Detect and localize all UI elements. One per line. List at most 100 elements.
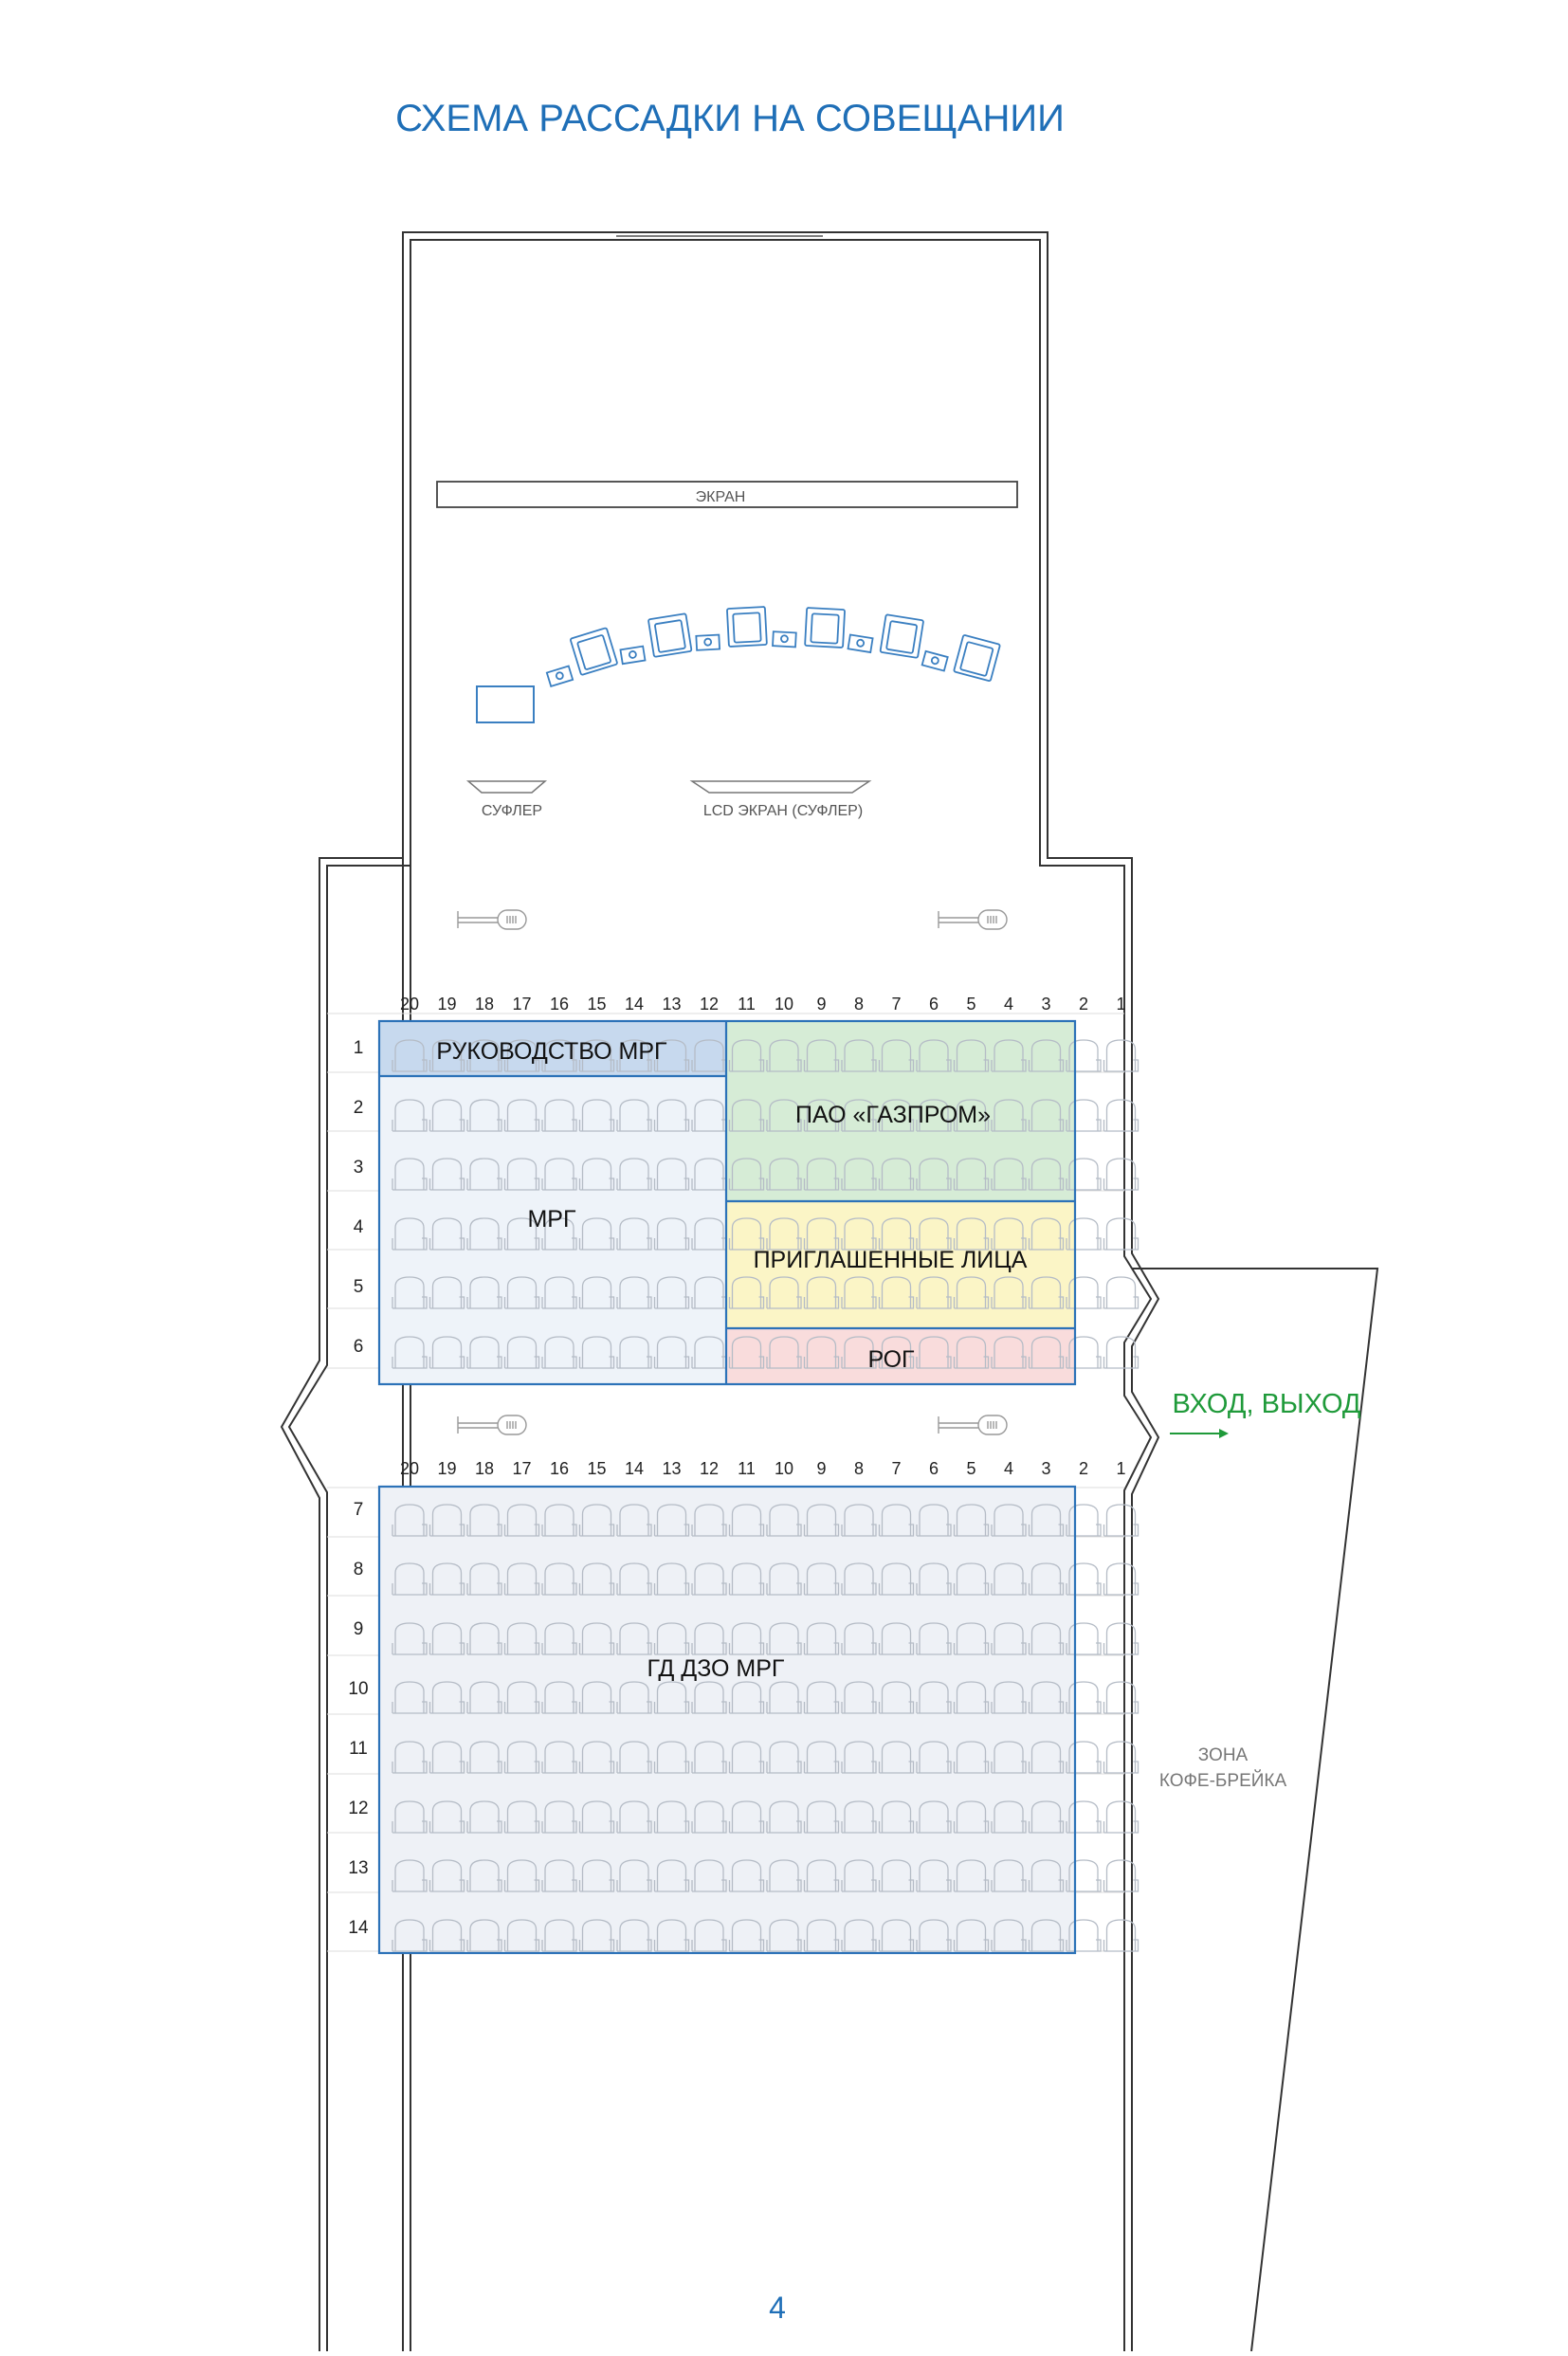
zone-gazprom-fill [726,1021,1075,1201]
side-table-icon [619,645,647,666]
seat [1028,1099,1065,1132]
seat [766,1622,802,1655]
seat [953,1099,990,1132]
seat [766,1681,802,1714]
microphone-icon [457,909,527,930]
seat [1028,1276,1065,1309]
seat-number: 13 [662,995,681,1014]
seat [428,1099,465,1132]
seat [1066,1217,1102,1251]
seat [916,1336,952,1369]
microphones [457,909,1008,1435]
seat-number: 8 [854,1459,864,1478]
seat [1066,1919,1102,1952]
seat [541,1859,577,1892]
seat [1103,1800,1140,1834]
seat [878,1741,915,1774]
seat [803,1800,840,1834]
seat [653,1217,690,1251]
seat [691,1859,727,1892]
zone-labels: РУКОВОДСТВО МРГ ПАО «ГАЗПРОМ» МРГ ПРИГЛА… [436,1038,1027,1682]
seat [1066,1681,1102,1714]
seat [878,1276,915,1309]
seat-number: 18 [475,1459,494,1478]
seat [803,1741,840,1774]
seat-number: 11 [738,995,756,1014]
seat [653,1158,690,1191]
seat [878,1800,915,1834]
seat [1103,1622,1140,1655]
seat [503,1504,540,1537]
seat [766,1504,802,1537]
seat [616,1039,652,1072]
seat [578,1622,615,1655]
seat [803,1336,840,1369]
seat [503,1741,540,1774]
seat [1066,1158,1102,1191]
seat [916,1504,952,1537]
seat [841,1622,877,1655]
seat [1028,1919,1065,1952]
seat [691,1800,727,1834]
row-number: 12 [348,1799,368,1818]
seat [691,1919,727,1952]
seat [428,1039,465,1072]
seat-number: 20 [400,995,419,1014]
side-table-icon [545,665,574,688]
seat [428,1504,465,1537]
seat [1028,1504,1065,1537]
seat-number: 8 [854,995,864,1014]
seat [1028,1800,1065,1834]
seat [1103,1859,1140,1892]
seat-number: 6 [929,995,939,1014]
seat [503,1217,540,1251]
seat [803,1859,840,1892]
seat [841,1741,877,1774]
seat [991,1099,1027,1132]
armchair-icon [847,613,924,659]
seat [803,1039,840,1072]
seat-number: 15 [587,1459,606,1478]
seat [991,1919,1027,1952]
entrance-label: ВХОД, ВЫХОД [1172,1389,1360,1419]
seat [766,1859,802,1892]
seat [991,1158,1027,1191]
seat [991,1622,1027,1655]
seat [728,1217,765,1251]
page-number: 4 [769,2291,786,2325]
seat [1028,1336,1065,1369]
zone-gazprom-label: ПАО «ГАЗПРОМ» [795,1102,991,1128]
side-table-icon [695,633,721,651]
seat [803,1099,840,1132]
seat [916,1919,952,1952]
prompter-label: СУФЛЕР [482,803,542,819]
seat-number: 14 [625,995,644,1014]
seat [541,1681,577,1714]
prompter: СУФЛЕР [465,780,548,819]
coffee-zone: ЗОНА КОФЕ-БРЕЙКА [1159,1745,1287,1791]
seat-number: 12 [700,995,719,1014]
seat [803,1562,840,1596]
seat [841,1158,877,1191]
zone-rog-label: РОГ [867,1346,915,1373]
zone-gd-fill [379,1487,1075,1953]
seat [1103,1919,1140,1952]
seat [803,1217,840,1251]
lcd-prompter: LCD ЭКРАН (СУФЛЕР) [689,780,872,819]
microphone-icon [457,1415,527,1435]
seat [616,1681,652,1714]
seat-number: 2 [1079,995,1088,1014]
seat-number: 2 [1079,1459,1088,1478]
coffee-zone-line1: ЗОНА [1198,1745,1249,1765]
seat [578,1859,615,1892]
microphone-icon [938,1415,1008,1435]
seat [728,1859,765,1892]
seat [991,1859,1027,1892]
lcd-label: LCD ЭКРАН (СУФЛЕР) [703,803,863,819]
seat [653,1504,690,1537]
seat [428,1158,465,1191]
seat-number: 11 [738,1459,756,1478]
seat [503,1158,540,1191]
seat [392,1158,428,1191]
